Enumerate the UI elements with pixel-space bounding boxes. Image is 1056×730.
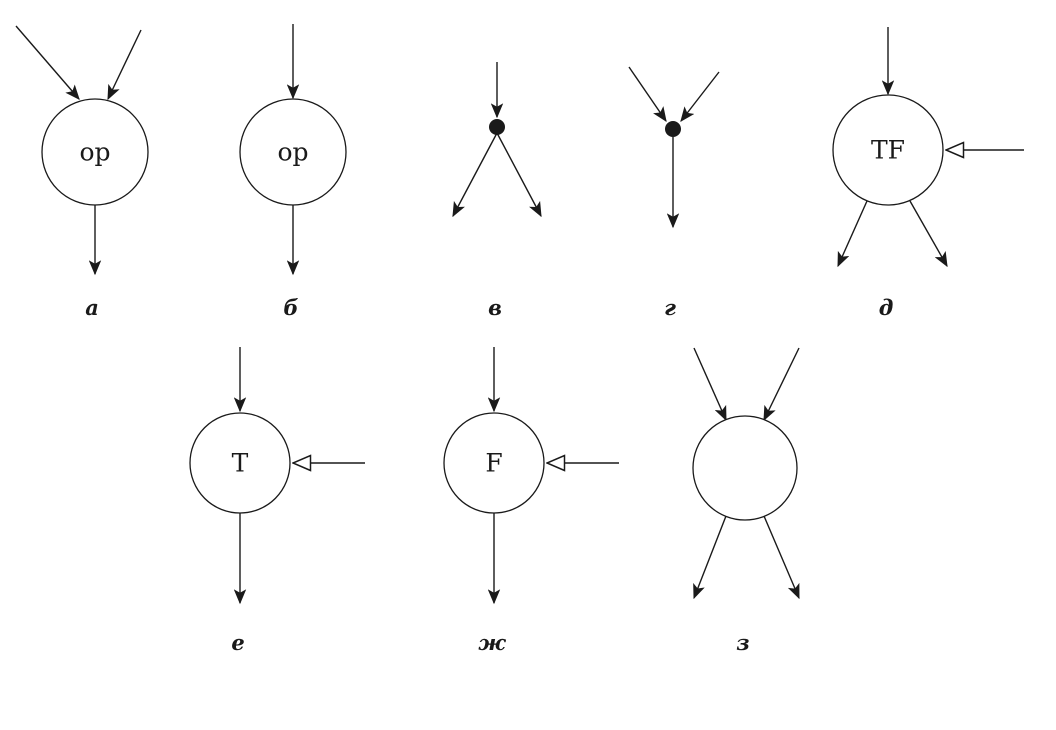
output-arrow-left [837,200,868,268]
merge-dot [665,121,681,137]
input-arrow-right [107,29,142,101]
figure-e-t-gate-node: T е [189,347,365,655]
figure-caption: з [736,630,749,655]
output-arrow-right [763,515,800,600]
figure-caption: ж [478,630,506,655]
input-arrow-left [693,347,727,422]
figure-g-merge-node: г [628,66,720,320]
figure-caption: в [488,295,502,320]
figure-b-operator-one-input: op б [239,24,347,320]
input-arrow-right [763,347,800,422]
figure-zh-f-gate-node: F ж [443,347,619,655]
figure-caption: д [879,295,894,320]
output-arrow-right [909,200,948,268]
operator-label: TF [871,136,905,165]
operator-circle [832,94,944,206]
operator-label: F [485,449,502,478]
figure-a-operator-two-inputs: op а [15,25,149,320]
input-arrow-left [15,25,80,100]
operator-label: T [232,449,249,478]
figure-caption: а [85,295,99,320]
operator-label: op [277,138,308,167]
figure-caption: г [664,295,676,320]
operator-circle [692,415,798,521]
merge-dot [489,119,505,135]
figure-caption: е [231,630,244,655]
figure-z-unlabeled-node: з [692,347,800,655]
operator-label: op [79,138,110,167]
output-arrow-left [693,515,727,600]
input-arrow-left [628,66,667,123]
output-arrow-right [496,132,542,218]
output-arrow-left [452,132,498,218]
input-arrow-right [680,71,720,122]
figure-caption: б [283,295,298,320]
figure-d-tf-switch-node: TF д [832,27,1024,320]
figure-v-copy-node: в [452,62,542,320]
